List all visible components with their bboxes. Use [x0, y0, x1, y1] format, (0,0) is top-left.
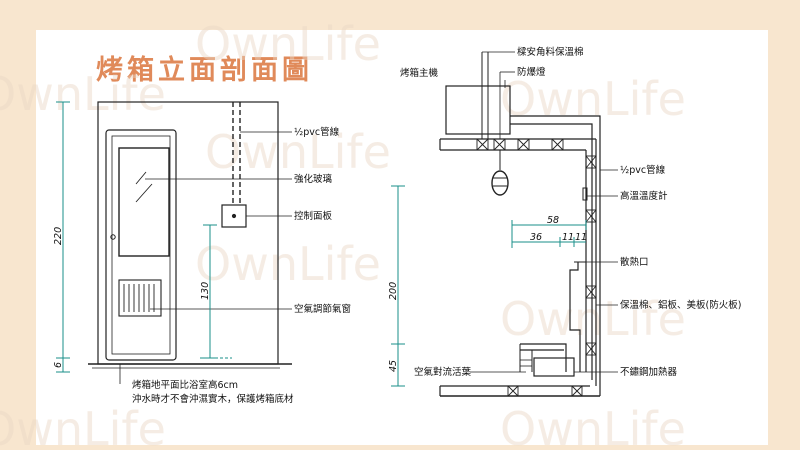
label-oven-host: 烤箱主機 — [400, 67, 439, 79]
drawing-sheet — [36, 30, 768, 445]
explosion-proof-lamp — [491, 170, 509, 196]
ceiling-joists — [476, 138, 564, 151]
right-section — [439, 51, 618, 397]
note-protect-wood: 沖水時才不會沖濕實木，保護烤箱底材 — [132, 393, 294, 405]
watermark: OwnLife OwnLife OwnLife OwnLife OwnLife … — [0, 17, 686, 450]
heater — [533, 357, 575, 377]
vent-grille-slats — [123, 284, 155, 312]
svg-text:OwnLife: OwnLife — [500, 402, 686, 450]
svg-text:OwnLife: OwnLife — [0, 402, 166, 450]
label-vent-window: 空氣調節氣窗 — [294, 303, 351, 315]
label-tempered-glass: 強化玻璃 — [294, 173, 332, 185]
svg-text:OwnLife: OwnLife — [195, 237, 381, 291]
svg-text:OwnLife: OwnLife — [0, 67, 166, 121]
label-insulation-joists: 樑安角料保溫棉 — [517, 46, 584, 58]
label-louver: 空氣對流活葉 — [414, 366, 472, 378]
label-control-panel: 控制面板 — [294, 210, 333, 222]
glass-window — [118, 147, 170, 257]
svg-text:OwnLife: OwnLife — [195, 17, 381, 71]
dimension-45: 45 — [388, 360, 399, 372]
label-heater: 不鏽鋼加熱器 — [620, 366, 678, 378]
label-thermometer: 高溫溫度計 — [620, 190, 668, 202]
label-wall-materials: 保溫棉、鋁板、美板(防火板) — [620, 299, 741, 311]
drawing-title: 烤箱立面剖面圖 — [96, 55, 313, 86]
svg-text:OwnLife: OwnLife — [205, 125, 391, 179]
oven-host-unit — [445, 85, 511, 135]
label-heat-vent: 散熱口 — [620, 256, 649, 268]
door-inner-frame — [111, 135, 171, 355]
wall-studs — [585, 155, 597, 356]
glass-reflection — [135, 171, 147, 185]
svg-text:OwnLife: OwnLife — [500, 292, 686, 346]
left-dimensions — [56, 101, 232, 373]
dimension-200: 200 — [388, 282, 399, 300]
bench — [520, 343, 567, 372]
left-elevation — [88, 101, 292, 384]
label-explosion-lamp: 防爆燈 — [517, 66, 546, 78]
label-pvc-pipe-right: ½pvc管線 — [620, 164, 666, 176]
dimension-11-right: 11 — [575, 232, 587, 243]
label-pvc-pipe: ½pvc管線 — [294, 126, 340, 138]
thermometer — [582, 187, 588, 201]
dimension-220: 220 — [53, 227, 64, 245]
dimension-36: 36 — [530, 232, 542, 243]
dimension-11-left: 11 — [562, 232, 574, 243]
dimension-130: 130 — [200, 282, 211, 300]
svg-text:OwnLife: OwnLife — [500, 72, 686, 126]
right-dimensions — [391, 185, 587, 387]
dimension-6: 6 — [53, 362, 64, 368]
note-floor-height: 烤箱地平面比浴室高6cm — [132, 379, 238, 391]
dimension-58: 58 — [547, 215, 559, 226]
vent-grille — [118, 279, 162, 317]
door-handle — [110, 234, 116, 240]
glass-reflection — [135, 183, 153, 203]
oven-door — [105, 129, 177, 361]
